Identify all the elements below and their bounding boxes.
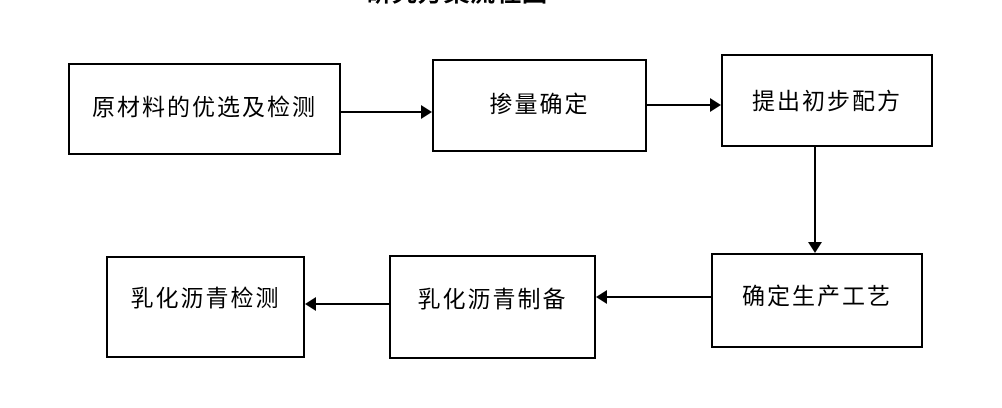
arrow-line (814, 147, 816, 244)
arrow-head-icon (596, 290, 607, 304)
node-label: 确定生产工艺 (742, 283, 892, 310)
arrow-line (606, 296, 711, 298)
arrow-head-icon (710, 98, 721, 112)
node-dosage-determination: 掺量确定 (432, 59, 647, 152)
node-production-process: 确定生产工艺 (711, 253, 923, 348)
node-label: 乳化沥青制备 (417, 287, 568, 313)
arrow-line (647, 104, 713, 106)
node-label: 提出初步配方 (752, 88, 902, 115)
arrow-head-icon (421, 105, 432, 119)
arrow-head-icon (808, 242, 822, 253)
node-emulsified-asphalt-preparation: 乳化沥青制备 (389, 255, 596, 359)
node-emulsified-asphalt-testing: 乳化沥青检测 (106, 256, 305, 358)
node-label: 原材料的优选及检测 (92, 95, 317, 121)
arrow-head-icon (305, 297, 316, 311)
arrow-line (341, 111, 424, 113)
diagram-title: 研究方案流程图 (366, 0, 548, 5)
node-label: 掺量确定 (489, 91, 590, 118)
node-raw-material-selection: 原材料的优选及检测 (68, 63, 341, 155)
node-preliminary-formula: 提出初步配方 (721, 54, 933, 147)
arrow-line (315, 303, 389, 305)
node-label: 乳化沥青检测 (130, 286, 281, 312)
